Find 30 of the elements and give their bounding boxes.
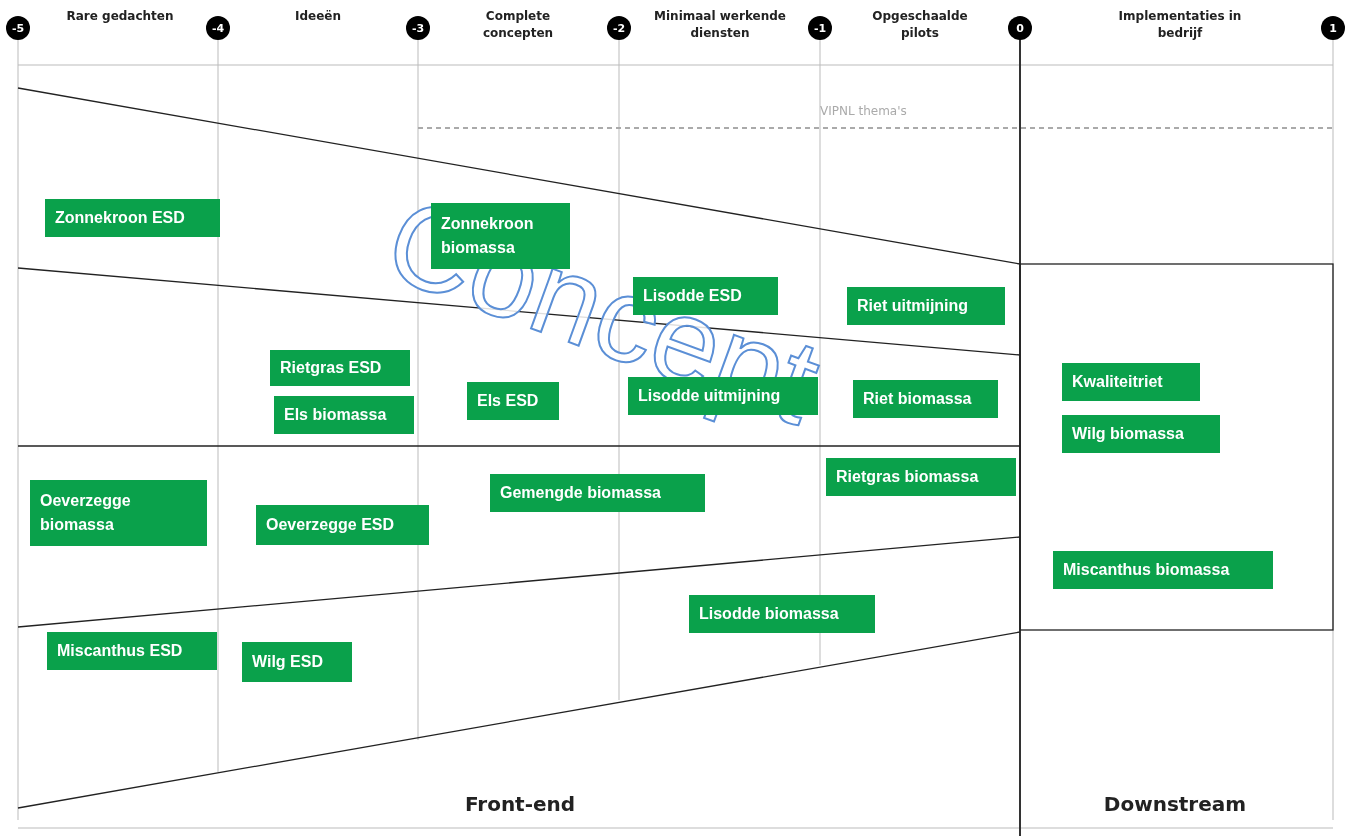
item-box: Oeverzegge ESD — [256, 505, 429, 545]
column-heading: Implementaties in bedrijf — [1117, 8, 1243, 42]
item-box: Miscanthus biomassa — [1053, 551, 1273, 589]
theme-label: VIPNL thema's — [820, 103, 908, 120]
item-box: Zonnekroon ESD — [45, 199, 220, 237]
item-box: Wilg ESD — [242, 642, 352, 682]
item-box: Lisodde biomassa — [689, 595, 875, 633]
item-box: Wilg biomassa — [1062, 415, 1220, 453]
column-heading: Rare gedachten — [65, 8, 175, 25]
item-box: Miscanthus ESD — [47, 632, 217, 670]
item-box: Rietgras ESD — [270, 350, 410, 386]
step-number: -4 — [206, 16, 230, 40]
column-heading: Complete concepten — [481, 8, 555, 42]
item-box: Kwaliteitriet — [1062, 363, 1200, 401]
section-label: Front-end — [463, 791, 577, 818]
step-number: -1 — [808, 16, 832, 40]
step-number: 0 — [1008, 16, 1032, 40]
step-number: -5 — [6, 16, 30, 40]
step-number: -3 — [406, 16, 430, 40]
step-number: 1 — [1321, 16, 1345, 40]
item-box: Rietgras biomassa — [826, 458, 1016, 496]
item-box: Riet biomassa — [853, 380, 998, 418]
item-box: Gemengde biomassa — [490, 474, 705, 512]
column-heading: Ideeën — [294, 8, 342, 25]
column-heading: Opgeschaalde pilots — [871, 8, 969, 42]
item-box: Riet uitmijning — [847, 287, 1005, 325]
column-heading: Minimaal werkende diensten — [653, 8, 787, 42]
section-label: Downstream — [1102, 791, 1248, 818]
step-number: -2 — [607, 16, 631, 40]
item-box: Oeverzegge biomassa — [30, 480, 207, 546]
